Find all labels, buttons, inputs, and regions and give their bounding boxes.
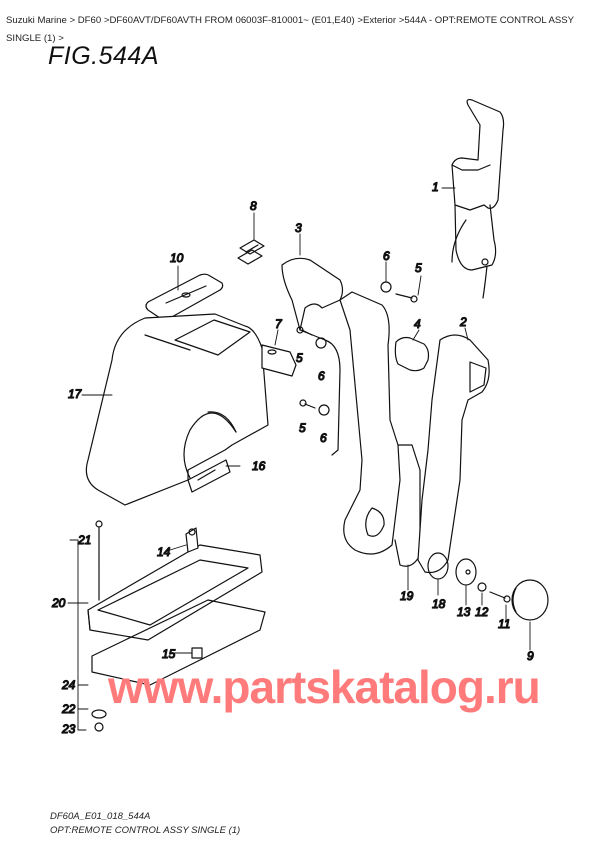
- callout-5a[interactable]: 5: [414, 260, 422, 275]
- part-7-clip[interactable]: [261, 344, 297, 377]
- callout-15[interactable]: 15: [161, 646, 176, 661]
- part-6-washer-top[interactable]: [380, 281, 392, 293]
- part-6-washer-mid[interactable]: [315, 337, 327, 349]
- part-20-base[interactable]: [87, 544, 263, 641]
- part-5-screw-low[interactable]: [299, 399, 316, 409]
- callout-17[interactable]: 17: [67, 386, 83, 401]
- part-21-bolt[interactable]: [95, 520, 103, 601]
- callout-13[interactable]: 13: [456, 604, 471, 619]
- part-16-grip[interactable]: [187, 459, 231, 493]
- part-11-screw[interactable]: [489, 591, 511, 603]
- callout-19[interactable]: 19: [399, 588, 414, 603]
- callout-5c[interactable]: 5: [298, 420, 306, 435]
- callout-4[interactable]: 4: [413, 316, 421, 331]
- callout-22[interactable]: 22: [60, 701, 76, 716]
- part-9-cap[interactable]: [511, 579, 549, 621]
- callout-21[interactable]: 21: [76, 532, 92, 547]
- part-8-emblem[interactable]: [237, 239, 265, 265]
- breadcrumb-separator: >: [103, 15, 110, 26]
- callout-3[interactable]: 3: [294, 220, 302, 235]
- callout-9[interactable]: 9: [526, 648, 534, 663]
- part-5-screw-mid[interactable]: [296, 326, 313, 336]
- breadcrumb-separator: >: [398, 15, 405, 26]
- breadcrumb-item-exterior[interactable]: Exterior: [362, 15, 397, 26]
- callout-24[interactable]: 24: [60, 677, 76, 692]
- breadcrumb-item-suzuki-marine[interactable]: Suzuki Marine: [6, 15, 67, 26]
- breadcrumb-item-model[interactable]: DF60AVT/DF60AVTH FROM 06003F-810001~ (E0…: [109, 15, 355, 26]
- callout-1[interactable]: 1: [431, 179, 439, 194]
- callout-6b[interactable]: 6: [317, 368, 325, 383]
- part-6-washer-low[interactable]: [318, 404, 330, 416]
- part-23-nut[interactable]: [94, 722, 104, 732]
- breadcrumb-separator: >: [69, 15, 76, 26]
- part-17-housing-cover[interactable]: [85, 313, 269, 506]
- part-24-gasket[interactable]: [91, 599, 266, 686]
- figure-code: DF60A_E01_018_544A: [50, 811, 151, 822]
- callout-11[interactable]: 11: [497, 616, 511, 631]
- part-12-washer[interactable]: [477, 582, 487, 592]
- part-22-washer[interactable]: [91, 709, 107, 719]
- breadcrumb-separator: >: [357, 15, 363, 26]
- part-10-label-plate[interactable]: [145, 273, 224, 320]
- callout-labels: 1 2 3 4 5 6 5 6 5 6 7 8 9 10 11 12 13 14…: [50, 179, 534, 736]
- part-5-screw-top[interactable]: [395, 293, 418, 303]
- callout-18[interactable]: 18: [431, 596, 446, 611]
- part-4-knob[interactable]: [394, 336, 430, 372]
- figure-title: FIG.544A: [48, 42, 159, 70]
- callout-2[interactable]: 2: [458, 314, 467, 329]
- callout-23[interactable]: 23: [60, 721, 76, 736]
- callout-7[interactable]: 7: [274, 316, 283, 331]
- part-2-bracket[interactable]: [417, 334, 490, 574]
- breadcrumb: Suzuki Marine > DF60 >DF60AVT/DF60AVTH F…: [6, 12, 596, 48]
- breadcrumb-item-df60[interactable]: DF60: [77, 15, 102, 26]
- part-15-clip[interactable]: [191, 647, 203, 659]
- callout-5b[interactable]: 5: [295, 350, 303, 365]
- callout-14[interactable]: 14: [156, 544, 171, 559]
- callout-8[interactable]: 8: [249, 198, 257, 213]
- part-1-remote-control[interactable]: [451, 98, 505, 299]
- figure-caption: OPT:REMOTE CONTROL ASSY SINGLE (1): [50, 825, 241, 836]
- breadcrumb-separator: >: [58, 33, 64, 44]
- figure-footer: DF60A_E01_018_544A OPT:REMOTE CONTROL AS…: [50, 810, 240, 838]
- part-13-plate[interactable]: [455, 558, 477, 586]
- breadcrumb-item-figure[interactable]: 544A - OPT:REMOTE CONTROL ASSY SINGLE (1…: [6, 15, 574, 44]
- callout-12[interactable]: 12: [474, 604, 489, 619]
- callout-16[interactable]: 16: [251, 458, 266, 473]
- callout-6a[interactable]: 6: [382, 248, 390, 263]
- watermark: www.partskatalog.ru: [108, 661, 541, 713]
- part-18-ring[interactable]: [427, 552, 449, 580]
- leader-lines: [67, 187, 531, 731]
- callout-10[interactable]: 10: [169, 250, 184, 265]
- part-14-bracket[interactable]: [185, 527, 199, 553]
- callout-6c[interactable]: 6: [319, 430, 327, 445]
- callout-20[interactable]: 20: [50, 595, 66, 610]
- part-19-arm[interactable]: [339, 291, 421, 567]
